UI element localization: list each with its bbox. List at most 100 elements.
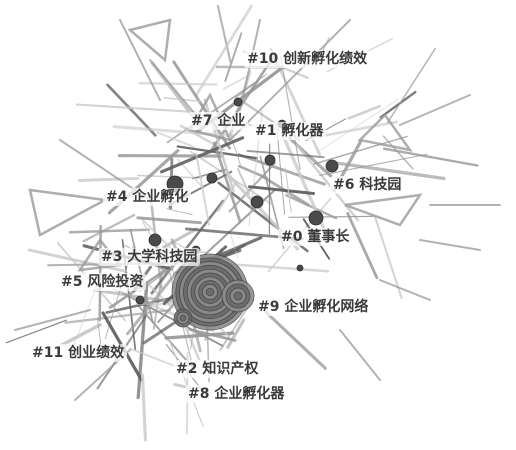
network-edge	[373, 214, 403, 300]
cluster-tag: #1	[255, 123, 277, 139]
cluster-label-5: #5 风险投资	[58, 273, 147, 291]
network-edge	[319, 153, 428, 177]
cluster-label-10: #10 创新孵化绩效	[244, 50, 371, 68]
network-edge	[382, 147, 479, 167]
cluster-name: 创业绩效	[68, 345, 125, 361]
network-edge	[195, 152, 211, 226]
network-edge	[236, 168, 251, 195]
cluster-label-4: #4 企业孵化	[103, 188, 192, 206]
cluster-tag: #6	[333, 177, 355, 193]
network-edge	[316, 98, 399, 153]
citation-node	[296, 264, 304, 272]
network-edge	[194, 4, 253, 97]
citation-node	[325, 159, 339, 173]
cluster-tag: #5	[61, 274, 83, 290]
cluster-name: 董事长	[307, 229, 350, 245]
cluster-name: 企业孵化网络	[284, 299, 369, 315]
citation-node	[221, 279, 255, 313]
network-edge	[336, 161, 446, 181]
network-edge	[262, 308, 327, 370]
network-edge	[188, 328, 237, 342]
network-edge	[379, 90, 417, 119]
network-edge	[71, 292, 95, 352]
cluster-name: 孵化器	[281, 123, 324, 139]
cluster-tag: #9	[258, 299, 280, 315]
cluster-label-1: #1 孵化器	[252, 122, 327, 140]
network-edge	[386, 47, 437, 124]
network-edge	[77, 176, 140, 182]
network-edge	[75, 103, 195, 114]
network-edge	[379, 279, 431, 301]
cluster-name: 风险投资	[87, 274, 144, 290]
network-edge	[136, 216, 202, 225]
cluster-name: 知识产权	[202, 361, 259, 377]
network-edge	[27, 248, 128, 273]
cluster-label-7: #7 企业	[188, 112, 249, 130]
cluster-tag: #10	[247, 51, 279, 67]
cluster-label-11: #11 创业绩效	[29, 344, 128, 362]
network-edge	[229, 19, 351, 141]
network-edge	[229, 232, 239, 259]
citation-node	[233, 97, 243, 107]
cluster-tag: #11	[32, 345, 64, 361]
network-edge	[82, 213, 136, 243]
network-edge	[246, 149, 325, 159]
network-edge	[212, 141, 242, 224]
network-edge	[5, 319, 68, 344]
network-nodes	[135, 97, 339, 331]
citation-node	[171, 253, 249, 331]
cluster-tag: #0	[281, 229, 303, 245]
cluster-label-9: #9 企业孵化网络	[255, 298, 372, 316]
cluster-name: 企业	[217, 113, 246, 129]
network-edge	[285, 194, 338, 220]
network-edge	[126, 263, 185, 336]
network-edge	[339, 329, 381, 381]
network-edge	[382, 135, 414, 170]
network-edge	[64, 308, 172, 324]
cluster-label-8: #8 企业孵化器	[185, 385, 288, 403]
cluster-tag: #3	[101, 249, 123, 265]
citation-node	[250, 195, 264, 209]
network-edge	[280, 56, 301, 170]
network-edge	[346, 211, 379, 280]
network-edge	[164, 331, 235, 340]
cluster-outline	[127, 18, 172, 63]
network-edge	[106, 83, 157, 137]
network-edge	[149, 59, 201, 121]
citation-node	[308, 210, 324, 226]
network-edge	[117, 154, 225, 158]
cluster-outline	[357, 113, 413, 152]
network-edge	[168, 338, 204, 427]
cluster-outline	[28, 188, 109, 237]
cluster-name: 科技园	[359, 177, 402, 193]
network-edge	[276, 126, 286, 215]
citation-node	[173, 308, 193, 328]
network-edge	[312, 135, 408, 165]
citation-node	[206, 172, 218, 184]
network-edge	[219, 306, 249, 351]
network-edge	[215, 236, 263, 258]
network-edge	[224, 32, 243, 82]
cluster-label-2: #2 知识产权	[173, 360, 262, 378]
cluster-outlines	[28, 18, 423, 272]
network-edge	[399, 94, 471, 126]
network-edge	[419, 239, 481, 251]
cluster-label-0: #0 董事长	[278, 228, 353, 246]
network-edge	[14, 309, 91, 331]
network-edge	[59, 323, 102, 347]
network-edge	[216, 4, 232, 64]
cluster-label-3: #3 大学科技园	[98, 248, 201, 266]
network-edge	[128, 347, 176, 367]
network-edge	[347, 104, 381, 120]
network-edge	[140, 373, 147, 442]
network-edge	[119, 19, 161, 101]
network-edge	[222, 76, 247, 90]
network-edge	[97, 317, 102, 344]
cluster-label-6: #6 科技园	[330, 176, 405, 194]
network-edge	[150, 199, 225, 295]
network-edge	[295, 143, 360, 222]
cluster-outline	[344, 193, 423, 227]
cluster-name: 大学科技园	[127, 249, 198, 265]
network-edge	[160, 136, 245, 174]
network-edge	[156, 131, 195, 148]
